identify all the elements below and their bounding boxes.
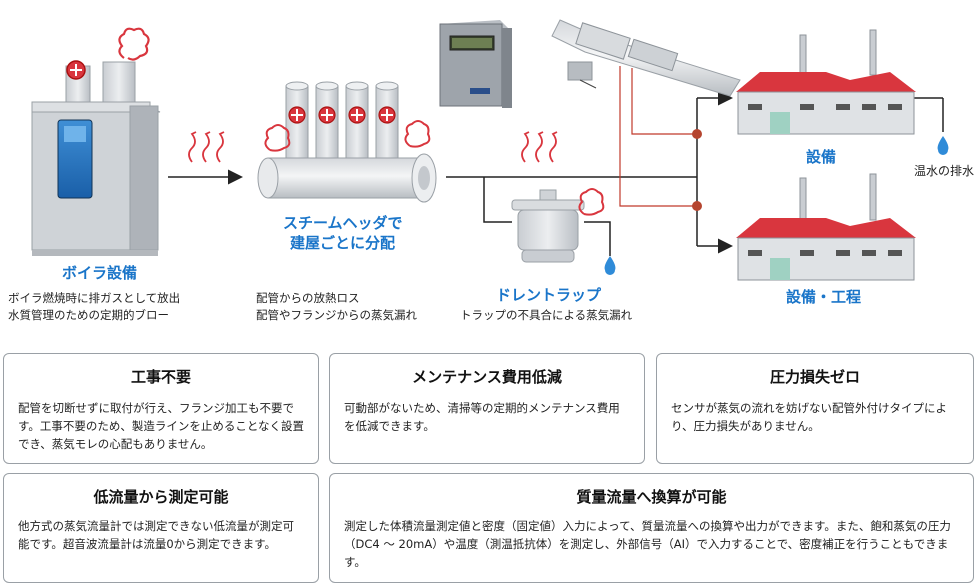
feature-box-no-construction: 工事不要 配管を切断せずに取付が行え、フランジ加工も不要です。工事不要のため、製… [3, 353, 319, 464]
heat-icon [188, 131, 558, 163]
feature-text: 配管を切断せずに取付が行え、フランジ加工も不要です。工事不要のため、製造ラインを… [18, 401, 305, 451]
feature-text: 可動部がないため、清掃等の定期的メンテナンス費用を低減できます。 [344, 401, 620, 433]
signal-line [619, 66, 697, 207]
drain-water-label: 温水の排水 [914, 164, 975, 178]
smoke-icon [578, 188, 605, 216]
smoke-icon [264, 120, 431, 152]
signal-line [631, 68, 697, 135]
ultrasonic-sensor-icon [551, 19, 741, 97]
feature-box-maintenance: メンテナンス費用低減 可動部がないため、清掃等の定期的メンテナンス費用を低減でき… [329, 353, 645, 464]
feature-box-pressure-loss: 圧力損失ゼロ センサが蒸気の流れを妨げない配管外付けタイプにより、圧力損失があり… [656, 353, 974, 464]
steam-header-title-1: スチームヘッダで [283, 214, 403, 232]
feature-box-low-flow: 低流量から測定可能 他方式の蒸気流量計では測定できない低流量が測定可能です。超音… [3, 473, 319, 583]
boiler-title: ボイラ設備 [62, 264, 138, 282]
feature-text: センサが蒸気の流れを妨げない配管外付けタイプにより、圧力損失がありません。 [671, 401, 947, 433]
equipment-process-title: 設備・工程 [786, 288, 862, 306]
smoke-icon [118, 27, 150, 61]
feature-box-mass-flow: 質量流量へ換算が可能 測定した体積流量測定値と密度（固定値）入力によって、質量流… [329, 473, 974, 583]
factory-icon [736, 173, 916, 281]
feature-text: 測定した体積流量測定値と密度（固定値）入力によって、質量流量への換算や出力ができ… [344, 519, 951, 569]
drain-trap-title: ドレントラップ [496, 286, 602, 304]
feature-text: 他方式の蒸気流量計では測定できない低流量が測定可能です。超音波流量計は流量0から… [18, 519, 294, 551]
drain-trap-desc: トラップの不具合による蒸気漏れ [460, 308, 633, 322]
sensor-point-icon [692, 129, 702, 211]
steam-header-title-2: 建屋ごとに分配 [290, 234, 396, 252]
flow-transmitter-icon [439, 20, 512, 108]
feature-title: 圧力損失ゼロ [769, 368, 860, 386]
steam-header-icon [257, 81, 437, 203]
boiler-desc-2: 水質管理のための定期的ブロー [8, 308, 169, 322]
feature-title: メンテナンス費用低減 [412, 368, 562, 386]
steam-header-desc-2: 配管やフランジからの蒸気漏れ [256, 308, 417, 322]
boiler-icon [31, 60, 161, 256]
feature-title: 質量流量へ換算が可能 [576, 488, 727, 506]
feature-title: 低流量から測定可能 [93, 488, 229, 506]
steam-header-desc-1: 配管からの放熱ロス [256, 291, 360, 305]
boiler-desc-1: ボイラ燃焼時に排ガスとして放出 [8, 291, 181, 305]
drain-trap-icon [511, 189, 585, 263]
equipment-title: 設備 [806, 148, 837, 166]
steam-system-diagram [31, 19, 949, 281]
feature-title: 工事不要 [130, 368, 191, 386]
factory-icon [736, 29, 916, 135]
water-drop-icon [604, 136, 949, 275]
